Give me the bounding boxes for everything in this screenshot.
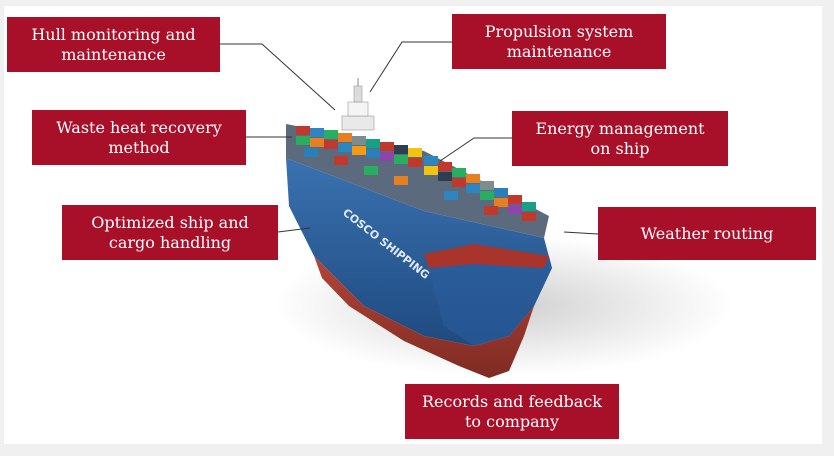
leader-line-propulsion [369, 41, 452, 93]
leader-line-energy [439, 137, 512, 162]
leader-line-optimized [277, 227, 311, 233]
ship-hull-red [314, 256, 534, 378]
label-energy-management: Energy management on ship [512, 111, 728, 166]
label-records-feedback: Records and feedback to company [405, 384, 619, 439]
leader-line-hull [220, 43, 336, 111]
leader-line-weather [563, 231, 599, 235]
ship-bridge [341, 78, 375, 131]
container-stack [286, 124, 549, 238]
leader-lines [220, 41, 599, 235]
label-weather-routing: Weather routing [598, 207, 816, 260]
label-waste-heat-recovery: Waste heat recovery method [32, 110, 246, 165]
ship-bow-deck [424, 244, 549, 268]
ship-bow [424, 244, 552, 346]
label-propulsion-maintenance: Propulsion system maintenance [452, 14, 666, 69]
label-hull-monitoring: Hull monitoring and maintenance [7, 17, 220, 72]
diagram-canvas: COSCO SHIPPING [4, 6, 822, 444]
label-optimized-handling: Optimized ship and cargo handling [62, 205, 278, 260]
ship-illustration: COSCO SHIPPING [220, 41, 734, 378]
